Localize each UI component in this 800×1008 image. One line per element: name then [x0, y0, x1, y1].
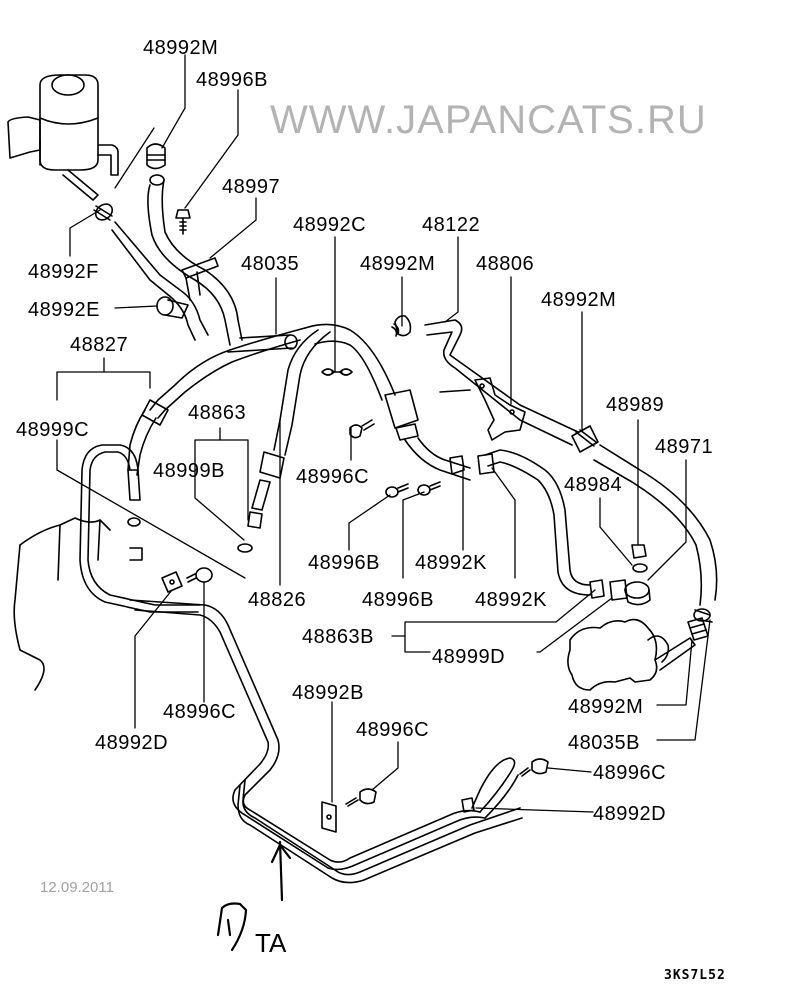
pressure-hose-48827 — [128, 328, 305, 475]
part-label[interactable]: 48971 — [655, 436, 714, 458]
clip-48992d-right — [462, 798, 474, 812]
banjo-fitting — [590, 545, 650, 605]
clip-48992b — [322, 802, 336, 832]
part-label[interactable]: 48863B — [302, 626, 374, 648]
pressure-line-48992k — [450, 450, 590, 595]
part-label[interactable]: 48992E — [28, 299, 100, 321]
part-label[interactable]: 48826 — [248, 589, 307, 611]
part-label[interactable]: 48996C — [356, 719, 430, 741]
bolt-48996b-left — [386, 484, 408, 497]
watermark-date: 12.09.2011 — [40, 879, 114, 896]
part-label[interactable]: 48863 — [188, 402, 247, 424]
hose-48826 — [238, 330, 330, 552]
part-label[interactable]: 48992D — [593, 803, 667, 825]
part-label[interactable]: 48992D — [95, 732, 169, 754]
hose-clamp-48992m-right — [572, 426, 598, 452]
steering-gear — [14, 518, 110, 690]
bracket-48806 — [440, 378, 525, 440]
hose-assembly-center — [305, 324, 470, 480]
bolt-48996c-bottom — [346, 789, 376, 806]
part-label[interactable]: 48992M — [568, 696, 644, 718]
part-label[interactable]: 48999D — [432, 646, 506, 668]
part-label[interactable]: 48992B — [292, 682, 364, 704]
return-hose-48122 — [425, 320, 578, 445]
clip-48992c — [322, 369, 352, 375]
bolt-48996c-center — [350, 420, 374, 438]
bracket-48997 — [182, 258, 218, 300]
clip-48992e — [157, 297, 188, 318]
part-label[interactable]: 48992M — [360, 253, 436, 275]
part-label[interactable]: 48996B — [362, 589, 434, 611]
leader-lines — [57, 55, 710, 812]
oil-reservoir — [8, 75, 118, 200]
part-label[interactable]: 48996B — [308, 552, 380, 574]
part-label[interactable]: 48996C — [163, 701, 237, 723]
part-label[interactable]: 48827 — [70, 334, 129, 356]
watermark-text: WWW.JAPANCATS.RU — [270, 98, 707, 142]
part-label[interactable]: 48035B — [568, 732, 640, 754]
part-label[interactable]: 48992C — [293, 214, 367, 236]
part-label[interactable]: 48992K — [415, 552, 487, 574]
power-steering-pump — [568, 620, 695, 690]
part-label[interactable]: 48992M — [541, 289, 617, 311]
bolt-48996c-right — [520, 759, 548, 776]
part-label[interactable]: 48122 — [422, 214, 481, 236]
hose-clamp-48992m — [392, 316, 410, 336]
bolt-48996c-left — [187, 568, 212, 582]
clip-48992d-left — [162, 572, 182, 592]
part-label[interactable]: 48996C — [296, 466, 370, 488]
handwritten-note: TA — [255, 928, 287, 958]
bolt-48996b — [176, 210, 190, 234]
part-label[interactable]: 48806 — [476, 253, 535, 275]
hose-48035 — [228, 335, 297, 352]
pressure-tube-loop — [80, 445, 200, 612]
bolt-48996b-right — [418, 482, 440, 495]
part-label[interactable]: 48997 — [222, 176, 281, 198]
figure-code: 3KS7L52 — [664, 968, 726, 983]
part-label[interactable]: 48996C — [593, 762, 667, 784]
part-label[interactable]: 48035 — [241, 253, 300, 275]
part-label[interactable]: 48992M — [143, 37, 219, 59]
part-label[interactable]: 48999B — [153, 460, 225, 482]
part-label[interactable]: 48996B — [196, 69, 268, 91]
part-label[interactable]: 48992F — [28, 261, 99, 283]
long-tubes — [130, 600, 522, 883]
part-label[interactable]: 48984 — [564, 474, 623, 496]
handwritten-arrow — [218, 842, 290, 950]
part-label[interactable]: 48999C — [16, 419, 90, 441]
part-label[interactable]: 48992K — [475, 589, 547, 611]
part-label[interactable]: 48989 — [606, 394, 665, 416]
return-hose — [112, 144, 242, 345]
hose-48035b — [594, 445, 717, 622]
